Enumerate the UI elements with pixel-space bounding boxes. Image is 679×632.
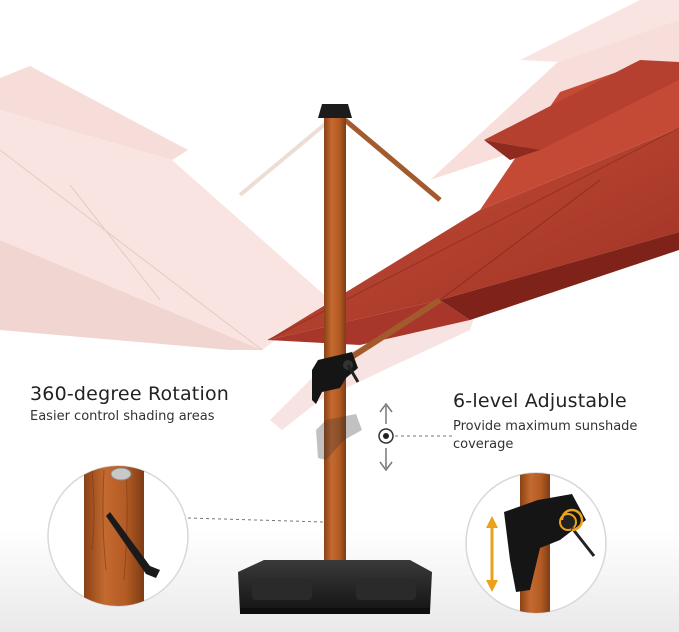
ghost-arms <box>238 118 480 430</box>
adjust-detail-inset <box>465 472 607 614</box>
rotation-subtitle: Easier control shading areas <box>30 409 215 424</box>
adjustable-subtitle-line2: coverage <box>453 437 514 452</box>
adjustable-title: 6-level Adjustable <box>453 390 627 412</box>
ghost-crank <box>316 414 362 460</box>
rotation-detail-inset <box>47 465 189 607</box>
up-down-arrow-icon <box>379 402 393 472</box>
pole-cap <box>318 104 352 118</box>
ghost-canopy-right <box>430 0 679 180</box>
upper-strut <box>343 118 442 202</box>
wood-pole <box>324 110 346 570</box>
rotation-title: 360-degree Rotation <box>30 383 230 405</box>
adjustable-subtitle-line1: Provide maximum sunshade <box>453 419 638 434</box>
ghost-canopy-left <box>0 66 330 351</box>
target-dot-icon <box>378 428 394 444</box>
rotation-connector-line <box>187 517 325 523</box>
umbrella-base <box>238 560 432 614</box>
lower-strut <box>348 297 442 361</box>
pole-crank <box>312 352 360 404</box>
yellow-up-down-arrow-icon <box>486 516 498 592</box>
